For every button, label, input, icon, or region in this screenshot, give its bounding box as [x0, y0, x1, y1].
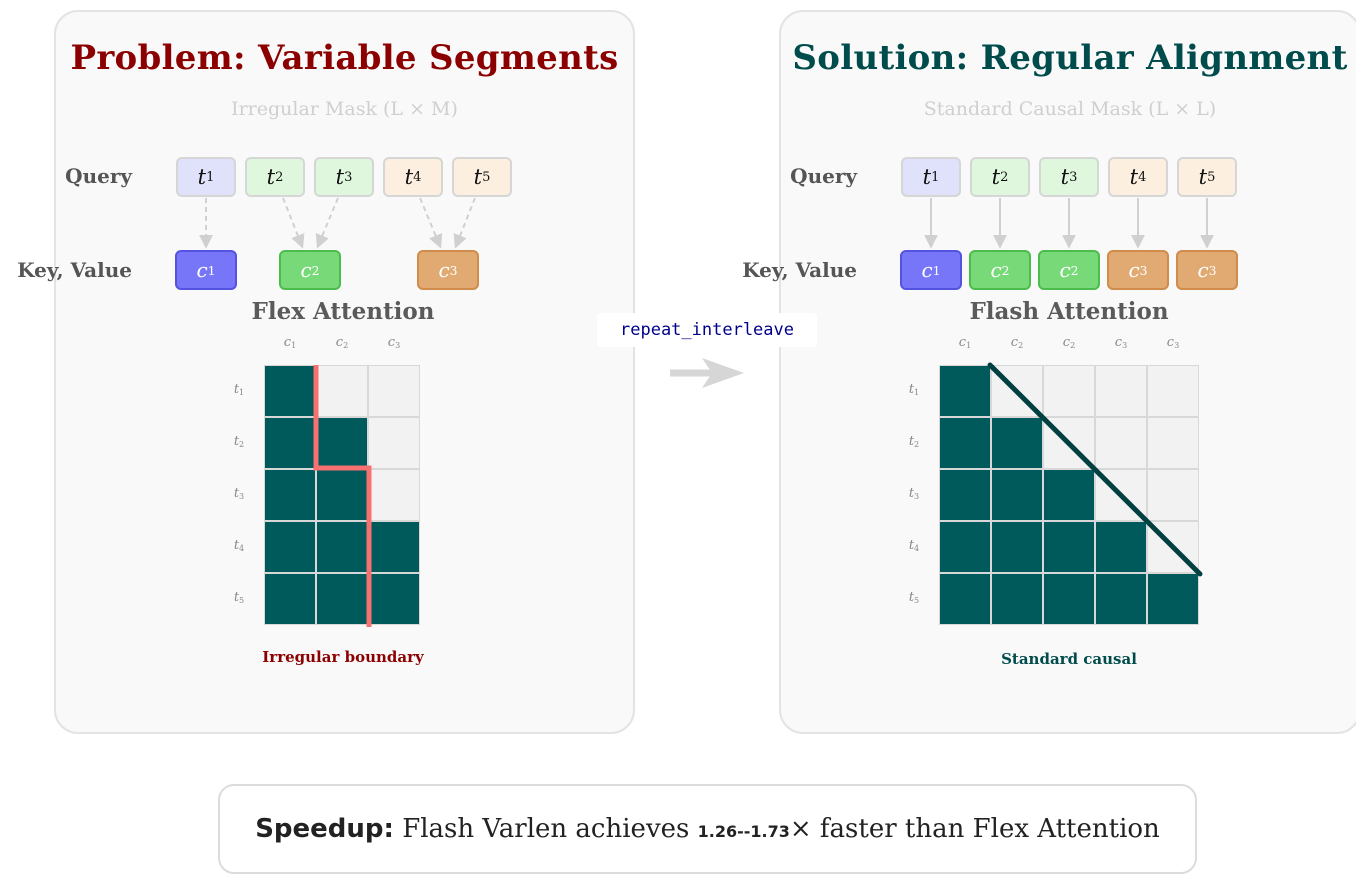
problem-title: Problem: Variable Segments: [70, 38, 619, 78]
left-kv-label: Key, Value: [17, 258, 132, 282]
flash-mask-col-label-2: c2: [1010, 335, 1024, 350]
flash-mask-cell-4-4: [1095, 521, 1147, 573]
flash-mask-cell-1-4: [1095, 365, 1147, 417]
speedup-box: Speedup: Flash Varlen achieves 1.26--1.7…: [218, 784, 1197, 874]
flash-mask-cell-4-3: [1043, 521, 1095, 573]
flash-mask-cell-1-5: [1147, 365, 1199, 417]
flash-mask-cell-5-3: [1043, 573, 1095, 625]
speedup-text: Speedup: Flash Varlen achieves 1.26--1.7…: [220, 814, 1195, 844]
flex-mask-row-label-1: t1: [233, 382, 245, 397]
speedup-tail: faster than Flex Attention: [819, 814, 1160, 844]
flex-mask-row-label-2: t2: [233, 434, 245, 449]
flash-mask-cell-4-1: [939, 521, 991, 573]
causal-caption: Standard causal: [1001, 650, 1137, 668]
speedup-lead: Speedup:: [255, 814, 394, 844]
flash-mask-cell-3-3: [1043, 469, 1095, 521]
flash-mask-cell-2-4: [1095, 417, 1147, 469]
flex-mask-row-label-5: t5: [233, 590, 245, 605]
flex-mask-cell-3-3: [368, 469, 420, 521]
flash-mask-col-label-5: c3: [1166, 335, 1180, 350]
flex-mask-cell-3-1: [264, 469, 316, 521]
flash-mask-cell-5-2: [991, 573, 1043, 625]
connector-overlay: [199, 197, 1214, 627]
flash-attention-title: Flash Attention: [969, 298, 1169, 325]
repeat-interleave-label: repeat_interleave: [597, 313, 817, 347]
flex-attention-title: Flex Attention: [251, 298, 435, 325]
flash-mask-cell-3-1: [939, 469, 991, 521]
bridge-arrow-head: [702, 358, 744, 388]
flash-mask-cell-1-3: [1043, 365, 1095, 417]
speedup-value: 1.26--1.73: [697, 822, 790, 841]
flash-mask-cell-4-2: [991, 521, 1043, 573]
flex-mask-row-label-4: t4: [233, 538, 245, 553]
solution-title: Solution: Regular Alignment: [792, 38, 1348, 78]
flash-mask-row-label-3: t3: [908, 486, 920, 501]
flex-mask-cell-2-1: [264, 417, 316, 469]
arrow-t4-c3: [419, 197, 443, 249]
right-kv-label: Key, Value: [742, 258, 857, 282]
flash-mask-cell-5-5: [1147, 573, 1199, 625]
flash-mask-cell-2-5: [1147, 417, 1199, 469]
left-query-label: Query: [65, 164, 132, 188]
flex-mask-cell-1-3: [368, 365, 420, 417]
problem-subtitle: Irregular Mask (L × M): [231, 98, 458, 120]
flash-mask-cell-3-2: [991, 469, 1043, 521]
flash-mask-row-label-1: t1: [908, 382, 920, 397]
flash-mask-col-label-3: c2: [1062, 335, 1076, 350]
flash-mask-cell-2-2: [991, 417, 1043, 469]
flash-mask-row-label-4: t4: [908, 538, 920, 553]
flash-mask-col-label-1: c1: [958, 335, 972, 350]
solution-subtitle: Standard Causal Mask (L × L): [923, 98, 1217, 120]
solution-panel: Solution: Regular Alignment Standard Cau…: [779, 10, 1356, 734]
right-query-label: Query: [790, 164, 857, 188]
flex-mask-row-label-3: t3: [233, 486, 245, 501]
arrow-t2-c2: [282, 197, 305, 249]
flex-mask-col-label-2: c2: [335, 335, 349, 350]
flex-mask-col-label-1: c1: [283, 335, 297, 350]
flex-mask-cell-4-3: [368, 521, 420, 573]
flash-mask-row-label-5: t5: [908, 590, 920, 605]
flash-mask-col-label-4: c3: [1114, 335, 1128, 350]
flash-mask-row-label-2: t2: [908, 434, 920, 449]
flash-mask-cell-3-5: [1147, 469, 1199, 521]
flex-mask-cell-5-1: [264, 573, 316, 625]
flash-mask-cell-2-1: [939, 417, 991, 469]
flash-mask-cell-1-1: [939, 365, 991, 417]
causal-boundary-line: [987, 362, 1203, 577]
flex-mask-cell-2-3: [368, 417, 420, 469]
flex-mask-cell-4-1: [264, 521, 316, 573]
arrow-t5-c3: [453, 197, 476, 249]
arrow-t3-c2: [315, 197, 339, 249]
speedup-middle: Flash Varlen achieves: [402, 814, 690, 844]
flash-mask-cell-5-1: [939, 573, 991, 625]
flash-mask-cell-5-4: [1095, 573, 1147, 625]
speedup-times: ×: [789, 814, 812, 844]
flex-mask-cell-1-2: [316, 365, 368, 417]
irregular-caption: Irregular boundary: [262, 648, 424, 666]
flex-mask-col-label-3: c3: [387, 335, 401, 350]
irregular-boundary-line: [313, 365, 372, 627]
